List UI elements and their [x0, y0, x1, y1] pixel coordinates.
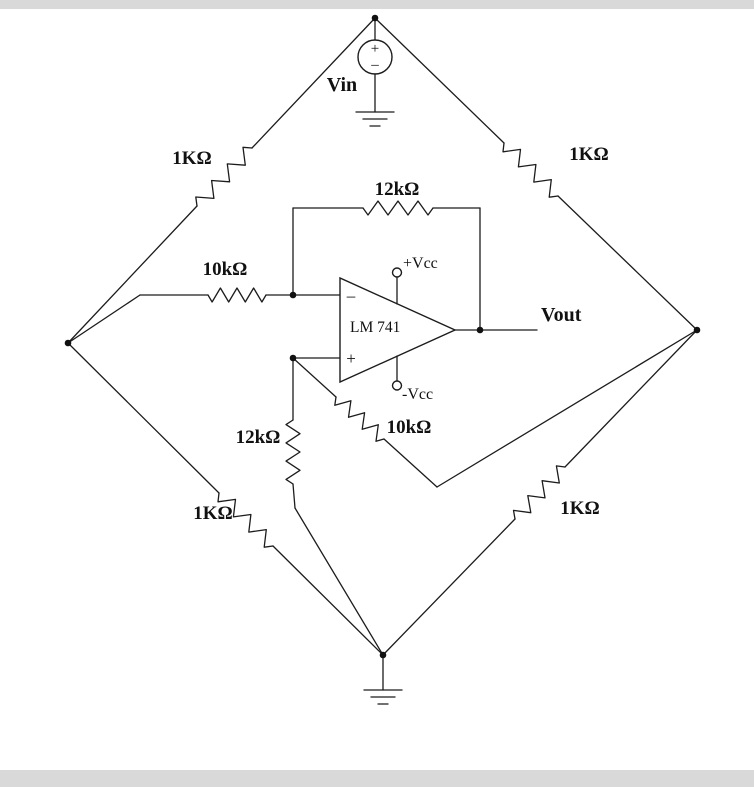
vin-label: Vin	[327, 74, 357, 96]
top-chrome-bar	[0, 0, 754, 9]
wire-leftnode-to-input	[67, 294, 141, 344]
bottom-ground-branch	[363, 654, 403, 705]
wire-bridge-tr-b	[557, 195, 698, 331]
vout-label: Vout	[541, 304, 582, 326]
resistor-label-bridge-top-left: 1KΩ	[172, 148, 212, 169]
resistor-feedback	[362, 200, 434, 216]
opamp-part-label: LM 741	[350, 319, 400, 336]
wire-bridge-bl-b	[272, 545, 384, 656]
wire-noninv-down-b	[292, 483, 296, 509]
wire-noninv-diag-b	[383, 438, 438, 488]
node-bottom	[379, 651, 387, 659]
vcc-positive-terminal-icon	[391, 267, 403, 278]
source-minus-symbol: –	[370, 57, 379, 73]
ground-symbol-top	[355, 111, 395, 127]
resistor-label-bridge-bottom-left: 1KΩ	[193, 503, 233, 524]
opamp-inverting-symbol: –	[346, 286, 356, 305]
resistor-noninverting-to-bottom	[285, 419, 301, 485]
wire-bridge-bl-a	[67, 342, 220, 494]
bridge-bottom-left-arm: 1KΩ	[67, 342, 384, 656]
opamp-noninverting-symbol: +	[346, 349, 356, 368]
resistor-label-noninverting-to-bottom: 12kΩ	[236, 427, 281, 448]
resistor-bridge-bottom-left	[217, 492, 274, 548]
wire-noninv-diag-a	[292, 357, 337, 398]
node-noninverting-junction	[289, 354, 297, 362]
bridge-top-right-arm: 1KΩ	[374, 17, 698, 331]
wire-bridge-br-b	[382, 518, 516, 656]
noninverting-network: 12kΩ 10kΩ	[236, 329, 698, 656]
bottom-chrome-bar	[0, 770, 754, 787]
source-plus-symbol: +	[371, 41, 379, 57]
resistor-inverting-input	[207, 287, 267, 303]
feedback-network: 12kΩ	[292, 179, 481, 331]
vcc-negative-label: -Vcc	[402, 386, 433, 403]
inverting-input-network: 10kΩ	[67, 259, 341, 344]
bridge-top-left-arm: 1KΩ	[67, 17, 376, 344]
node-inverting-junction	[289, 291, 297, 299]
resistor-label-inverting-input: 10kΩ	[203, 259, 248, 280]
resistor-label-bridge-bottom-right: 1KΩ	[560, 498, 600, 519]
resistor-bridge-top-right	[502, 142, 559, 198]
node-output-junction	[476, 326, 484, 334]
resistor-noninverting-to-right	[334, 396, 385, 442]
vcc-negative-terminal-icon	[391, 380, 403, 391]
ground-symbol-bottom	[363, 689, 403, 705]
bridge-bottom-right-arm: 1KΩ	[382, 329, 698, 656]
node-right	[693, 326, 701, 334]
junction-dots	[64, 14, 701, 659]
wire-noninv-to-bottomnode	[294, 507, 384, 656]
output-branch: Vout	[454, 304, 582, 331]
resistor-bridge-top-left	[195, 146, 253, 207]
node-left	[64, 339, 72, 347]
resistor-bridge-bottom-right	[512, 465, 566, 520]
resistor-label-noninverting-to-right: 10kΩ	[387, 417, 432, 438]
resistor-label-feedback: 12kΩ	[375, 179, 420, 200]
vcc-positive-label: +Vcc	[403, 255, 438, 272]
wire-bridge-br-a	[564, 329, 698, 468]
wire-diag-to-rightnode	[436, 329, 698, 488]
wire-bridge-tl-b	[67, 205, 198, 344]
node-top	[371, 14, 379, 22]
opamp: – + LM 741 +Vcc -Vcc	[339, 255, 457, 403]
wire-bridge-tr-a	[374, 17, 505, 144]
vin-source-branch: + – Vin	[327, 17, 395, 127]
wire-bridge-tl-a	[251, 17, 376, 149]
resistor-label-bridge-top-right: 1KΩ	[569, 144, 609, 165]
